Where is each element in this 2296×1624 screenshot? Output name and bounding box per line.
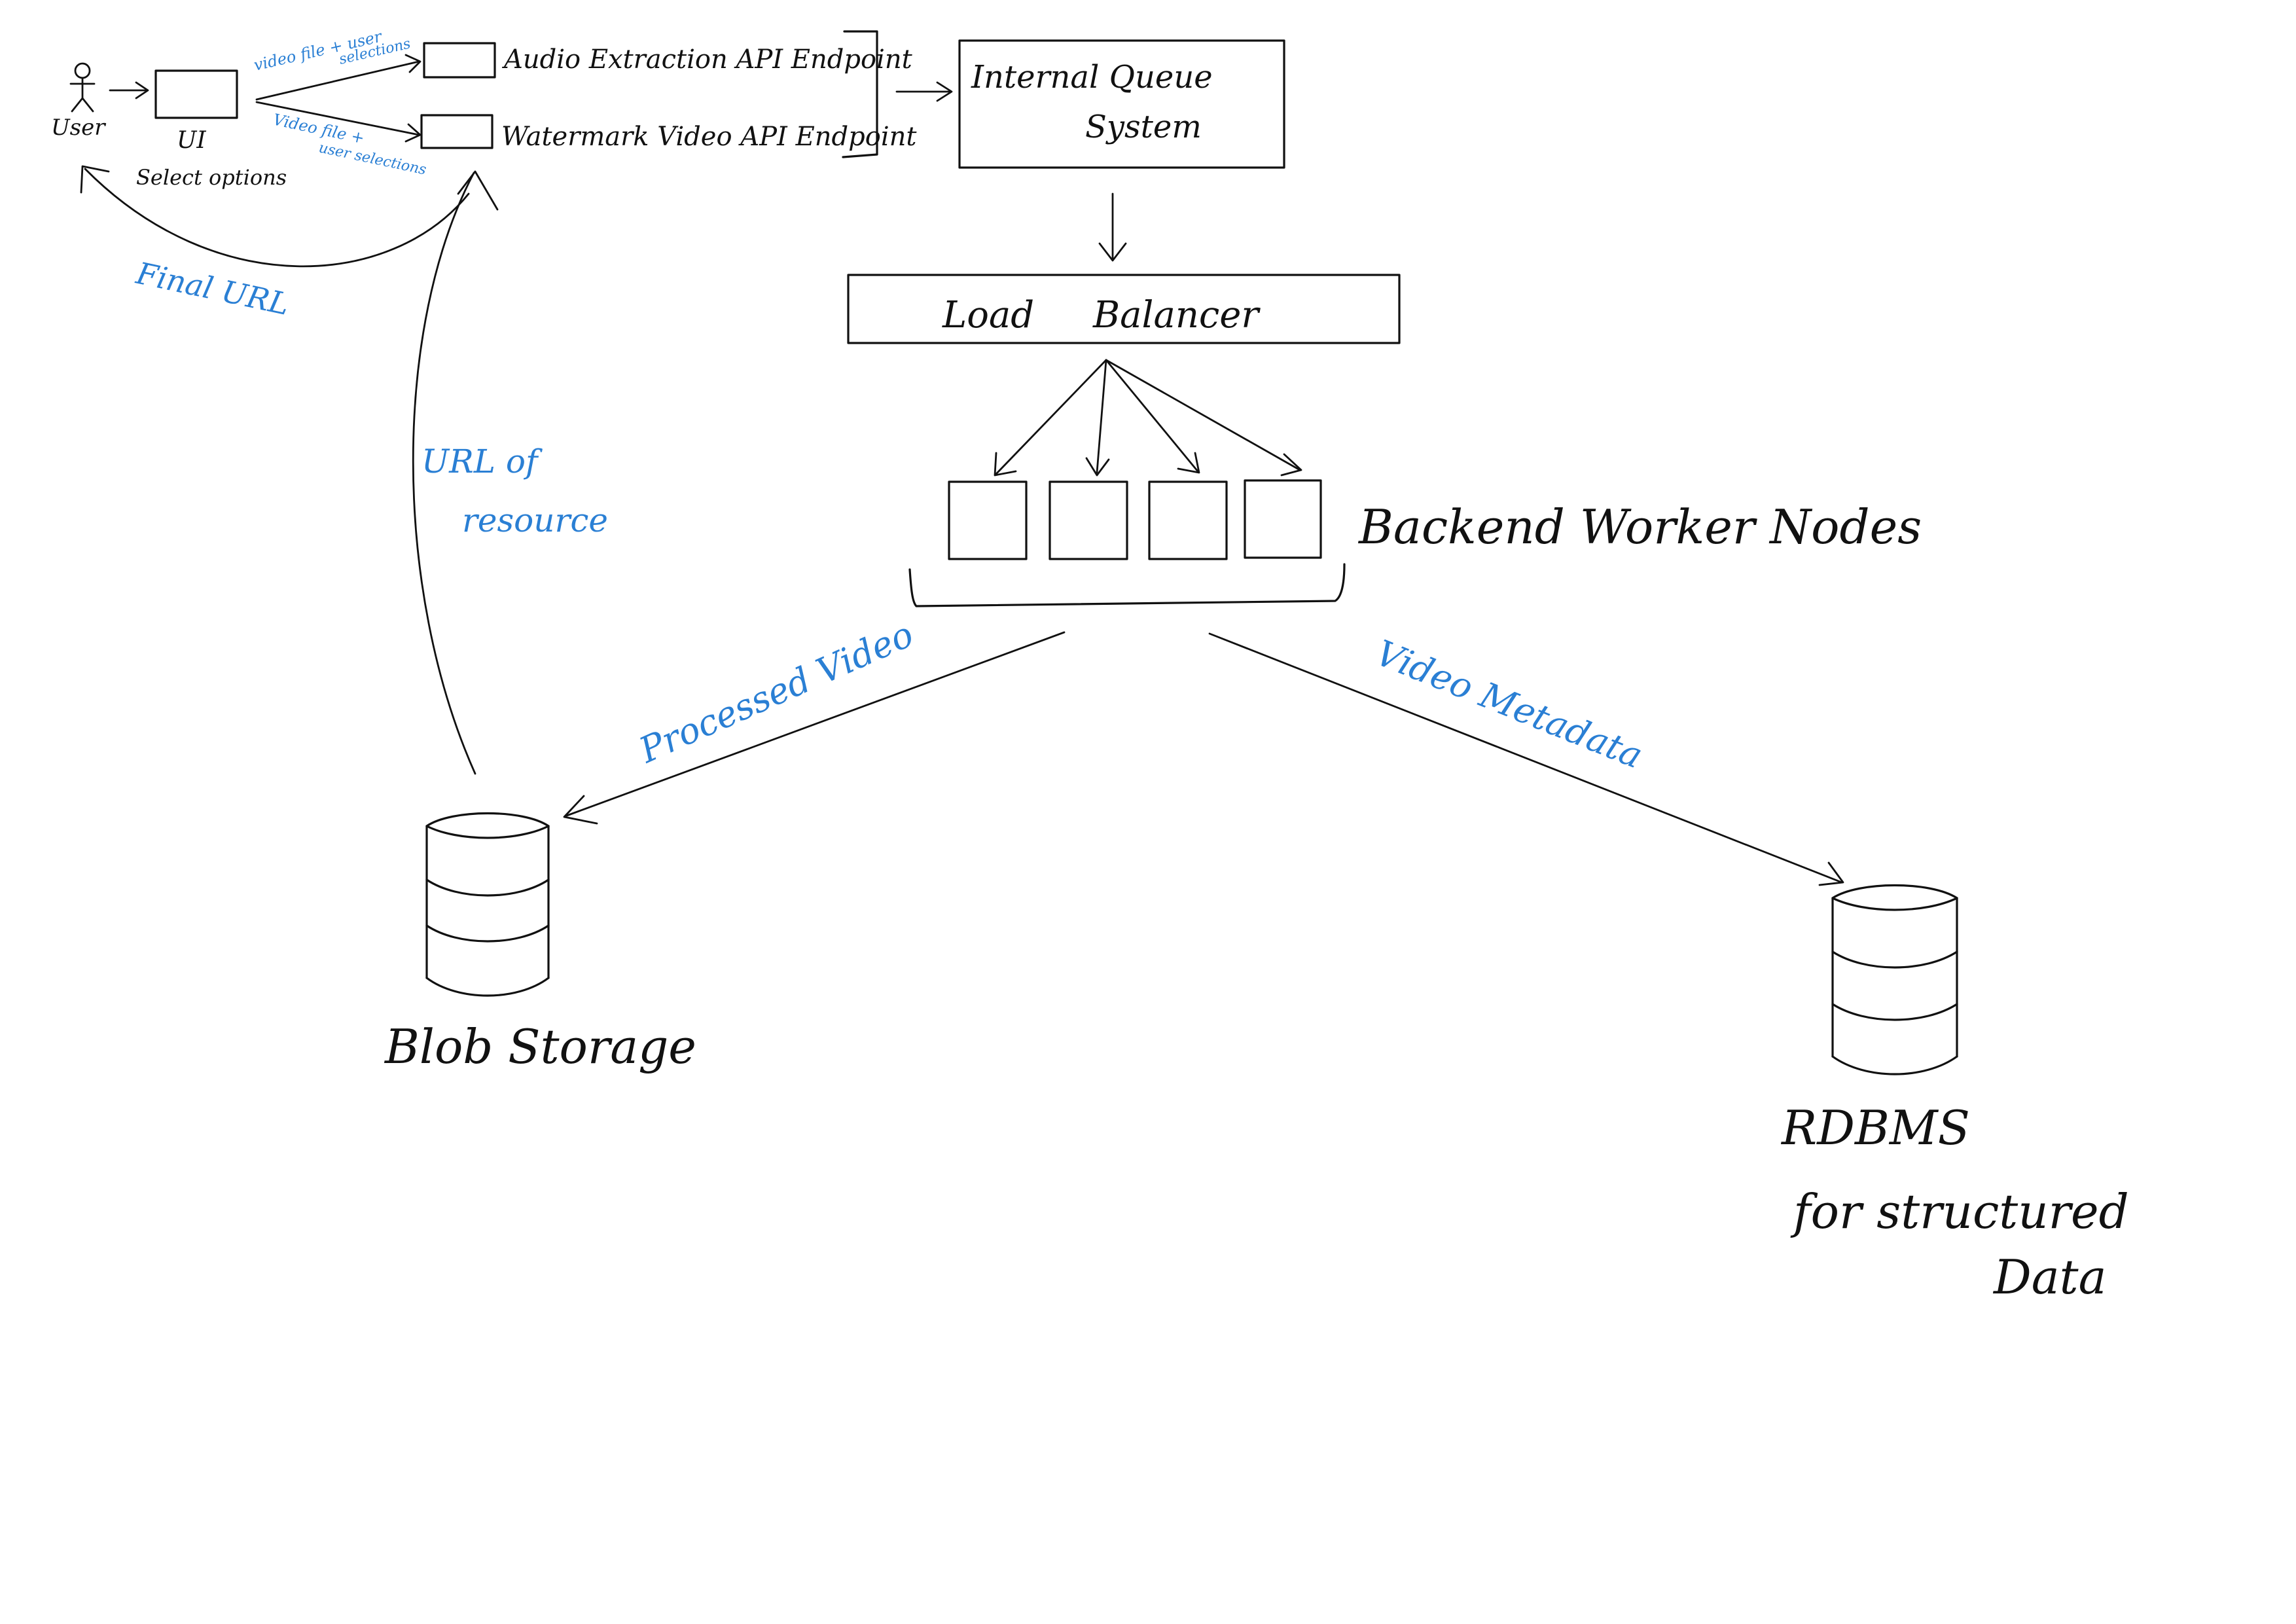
ui-to-audio-arrow: [255, 54, 422, 101]
video-metadata-label: Video Metadata: [1370, 632, 1648, 777]
blob-storage-label: Blob Storage: [384, 1019, 696, 1074]
processed-video-label: Processed Video: [633, 613, 920, 771]
queue-label-2: System: [1085, 109, 1202, 145]
endpoints-bracket: [842, 30, 878, 158]
load-balancer-label-2: Balancer: [1092, 294, 1261, 336]
ui-box: [154, 69, 238, 119]
ui-to-watermark-arrow: [255, 101, 422, 143]
worker-node: [1049, 480, 1128, 560]
workers-to-blob-arrow: [563, 631, 1066, 825]
rdbms-label-3: Data: [1992, 1250, 2107, 1305]
worker-node: [1148, 480, 1228, 560]
final-url-arrow: [80, 165, 470, 268]
lb-to-workers-arrows: [994, 359, 1302, 477]
audio-endpoint-label: Audio Extraction API Endpoint: [501, 45, 913, 75]
ui-label: UI: [177, 127, 206, 154]
blob-to-endpoints-arrow: [412, 170, 499, 775]
workers-bracket: [908, 563, 1346, 607]
user-label: User: [51, 115, 106, 141]
url-resource-label-1: URL of: [422, 442, 543, 480]
workers-label: Backend Worker Nodes: [1357, 499, 1922, 554]
rdbms-label-2: for structured: [1790, 1184, 2129, 1239]
load-balancer-label-1: Load: [942, 294, 1034, 336]
watermark-endpoint-box: [420, 114, 493, 149]
load-balancer-box: [847, 274, 1401, 344]
worker-nodes-group: [948, 479, 1322, 560]
endpoints-to-queue-arrow: [895, 81, 953, 102]
url-resource-label-2: resource: [462, 501, 608, 539]
queue-box: [958, 39, 1285, 169]
watermark-endpoint-label: Watermark Video API Endpoint: [501, 122, 917, 152]
rdbms-database-icon: [1831, 884, 1958, 1075]
user-to-ui-arrow: [109, 81, 149, 99]
worker-node: [948, 480, 1028, 560]
final-url-label: Final URL: [133, 255, 293, 322]
to-watermark-label-1: Video file +: [272, 110, 367, 147]
blob-storage-database-icon: [425, 812, 550, 997]
user-stick-figure-icon: [69, 62, 96, 113]
worker-node: [1244, 479, 1322, 559]
workers-to-rdbms-arrow: [1208, 632, 1844, 886]
queue-label-1: Internal Queue: [971, 59, 1213, 96]
to-watermark-label-2: user selections: [317, 139, 428, 178]
rdbms-label-1: RDBMS: [1780, 1100, 1970, 1155]
audio-endpoint-box: [423, 42, 496, 79]
queue-to-lb-arrow: [1098, 192, 1127, 262]
ui-caption: Select options: [136, 165, 287, 190]
